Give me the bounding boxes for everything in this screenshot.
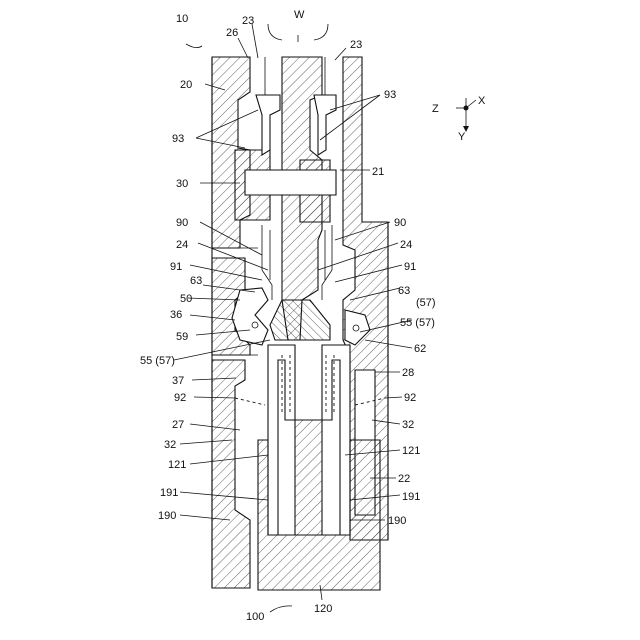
axis-indicator: Z X Y (432, 95, 486, 143)
label-24b: 24 (400, 239, 412, 251)
label-92a: 92 (174, 392, 186, 404)
label-55a: 55 (57) (140, 355, 175, 367)
label-36: 36 (170, 309, 182, 321)
label-22: 22 (398, 473, 410, 485)
label-91a: 91 (170, 261, 182, 273)
label-121b: 121 (402, 445, 420, 457)
label-26: 26 (226, 27, 238, 39)
label-37: 37 (172, 375, 184, 387)
label-93a: 93 (172, 133, 184, 145)
label-20: 20 (180, 79, 192, 91)
label-50: 50 (180, 293, 192, 305)
label-90b: 90 (394, 217, 406, 229)
label-24a: 24 (176, 239, 188, 251)
label-63a: 63 (190, 275, 202, 287)
label-23b: 23 (350, 39, 362, 51)
axis-z-label: Z (432, 103, 439, 115)
label-121a: 121 (168, 459, 186, 471)
label-27: 27 (172, 419, 184, 431)
label-57a: (57) (416, 297, 436, 309)
label-93b: 93 (384, 89, 396, 101)
label-10: 10 (176, 13, 188, 25)
label-91b: 91 (404, 261, 416, 273)
label-191a: 191 (160, 487, 178, 499)
label-32b: 32 (402, 419, 414, 431)
label-28: 28 (402, 367, 414, 379)
axis-x-label: X (478, 95, 486, 107)
label-W: W (294, 9, 305, 21)
label-92b: 92 (404, 392, 416, 404)
label-190a: 190 (158, 510, 176, 522)
label-30: 30 (176, 178, 188, 190)
label-190b: 190 (388, 515, 406, 527)
label-55b: 55 (57) (400, 317, 435, 329)
label-120: 120 (314, 603, 332, 615)
label-59: 59 (176, 331, 188, 343)
label-191b: 191 (402, 491, 420, 503)
label-23a: 23 (242, 15, 254, 27)
label-32a: 32 (164, 439, 176, 451)
label-62: 62 (414, 343, 426, 355)
label-63b: 63 (398, 285, 410, 297)
label-100: 100 (246, 611, 264, 623)
axis-y-label: Y (458, 131, 466, 143)
label-21: 21 (372, 166, 384, 178)
label-90a: 90 (176, 217, 188, 229)
